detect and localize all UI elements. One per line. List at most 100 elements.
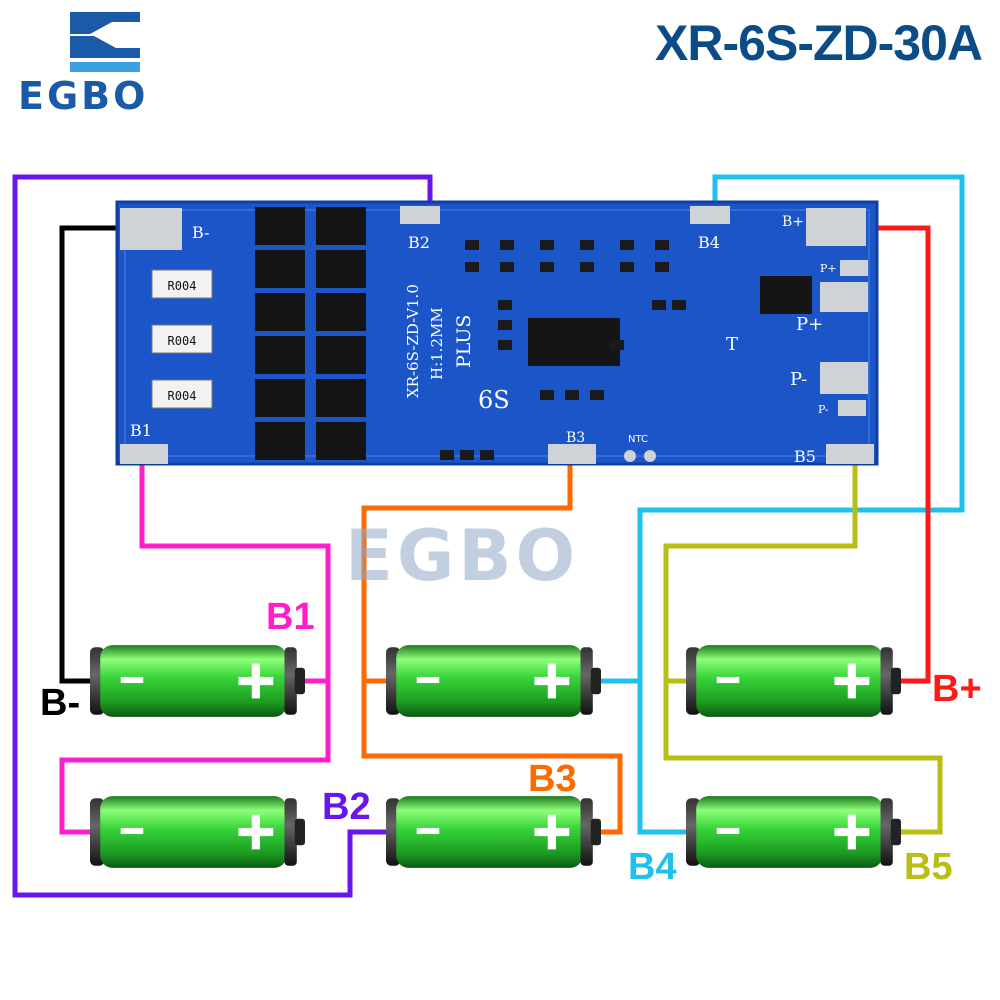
pad-p-plus-label: P+ [796, 314, 823, 335]
mosfet-chip [255, 250, 305, 288]
board-thickness-silk: H:1.2MM [428, 307, 446, 380]
battery-cell-4 [386, 645, 601, 717]
smd-component [580, 262, 594, 272]
smd-component [610, 340, 624, 350]
wire-label-b-minus: B- [40, 682, 81, 724]
bms-board: R004 R004 R004 XR-6S-ZD-V1.0 H:1.2MM PLU… [115, 200, 879, 466]
pad-b4-label: B4 [698, 233, 720, 252]
mosfet-chip [255, 293, 305, 331]
wire-label-b4: B4 [628, 846, 677, 888]
pad-b-minus [120, 208, 182, 250]
mosfet-chip [316, 207, 366, 245]
pad-p-plus-small-label: P+ [820, 262, 837, 275]
mosfet-chip [316, 379, 366, 417]
mosfet-chip [316, 336, 366, 374]
smd-component [655, 240, 669, 250]
wire-b2 [12, 174, 433, 898]
pad-p-minus-small-label: P- [818, 403, 829, 416]
wire-b3 [361, 455, 623, 835]
wire-b-plus [855, 225, 931, 684]
wire-label-b1: B1 [266, 596, 315, 638]
model-title: XR-6S-ZD-30A [655, 15, 983, 71]
pad-b3 [548, 444, 596, 464]
wire-label-b3: B3 [528, 758, 577, 800]
smd-component [460, 450, 474, 460]
smd-component [465, 262, 479, 272]
pad-b4 [690, 206, 730, 224]
mosfet-chip [316, 293, 366, 331]
wire-b5 [663, 455, 943, 835]
mosfet-array [255, 207, 366, 460]
pad-b5 [826, 444, 874, 464]
pad-b2-label: B2 [408, 233, 430, 252]
mosfet-chip [255, 422, 305, 460]
board-cells-silk: 6S [478, 386, 510, 414]
smd-component [620, 262, 634, 272]
smd-component [440, 450, 454, 460]
mosfet-chip [316, 422, 366, 460]
smd-component [498, 340, 512, 350]
board-pads: B- B2 B4 B+ P+ P+ P- P- B1 B3 [120, 206, 874, 466]
resistor-label: R004 [168, 334, 197, 348]
battery-cell-2 [90, 796, 305, 868]
smd-component [590, 390, 604, 400]
wire-b4 [637, 174, 965, 835]
mosfet-chip [316, 250, 366, 288]
mosfet-chip [255, 336, 305, 374]
smd-component [655, 262, 669, 272]
wire-label-b5: B5 [904, 846, 953, 888]
mosfet-chip [255, 379, 305, 417]
pad-b1-label: B1 [130, 421, 152, 440]
battery-cell-1 [90, 645, 305, 717]
wire-b1 [59, 455, 331, 835]
smd-component [498, 300, 512, 310]
brand-name: EGBO [18, 74, 149, 118]
mosfet-chip [255, 207, 305, 245]
pad-p-minus [820, 362, 868, 394]
watermark: EGBO [345, 515, 580, 597]
resistor-label: R004 [168, 389, 197, 403]
smd-component [500, 240, 514, 250]
brand-logo-icon [70, 12, 140, 72]
board-model-silk: XR-6S-ZD-V1.0 [404, 284, 422, 398]
smd-component [580, 240, 594, 250]
pad-b5-label: B5 [794, 447, 816, 466]
wire-label-b2: B2 [322, 786, 371, 828]
smd-component [652, 300, 666, 310]
pad-b3-label: B3 [566, 430, 585, 446]
smd-component [465, 240, 479, 250]
current-sense-resistors: R004 R004 R004 [151, 269, 213, 409]
wire-b-minus [59, 225, 140, 684]
smd-component [540, 262, 554, 272]
wire-label-b-plus: B+ [932, 668, 982, 710]
board-variant-silk: PLUS [453, 315, 475, 368]
battery-cell-3 [386, 796, 601, 868]
pad-b-plus [806, 208, 866, 246]
pad-b-minus-label: B- [192, 223, 209, 242]
smd-component [498, 320, 512, 330]
battery-cell-6 [686, 645, 901, 717]
smd-component [540, 390, 554, 400]
smd-component [672, 300, 686, 310]
smd-component [540, 240, 554, 250]
ntc-silk: NTC [628, 434, 648, 445]
pad-b-plus-label: B+ [782, 214, 804, 230]
smd-component [480, 450, 494, 460]
resistor-label: R004 [168, 279, 197, 293]
pad-p-plus-small [840, 260, 868, 276]
smd-component [500, 262, 514, 272]
smd-component [565, 390, 579, 400]
pad-b1 [120, 444, 168, 464]
thermistor-silk: T [726, 334, 738, 355]
ntc-pad [624, 450, 636, 462]
pad-p-plus [820, 282, 868, 312]
ntc-pad [644, 450, 656, 462]
pad-p-minus-small [838, 400, 866, 416]
pad-b2 [400, 206, 440, 224]
control-ic [440, 240, 812, 460]
pad-p-minus-label: P- [790, 369, 807, 390]
battery-cell-5 [686, 796, 901, 868]
smd-component [620, 240, 634, 250]
